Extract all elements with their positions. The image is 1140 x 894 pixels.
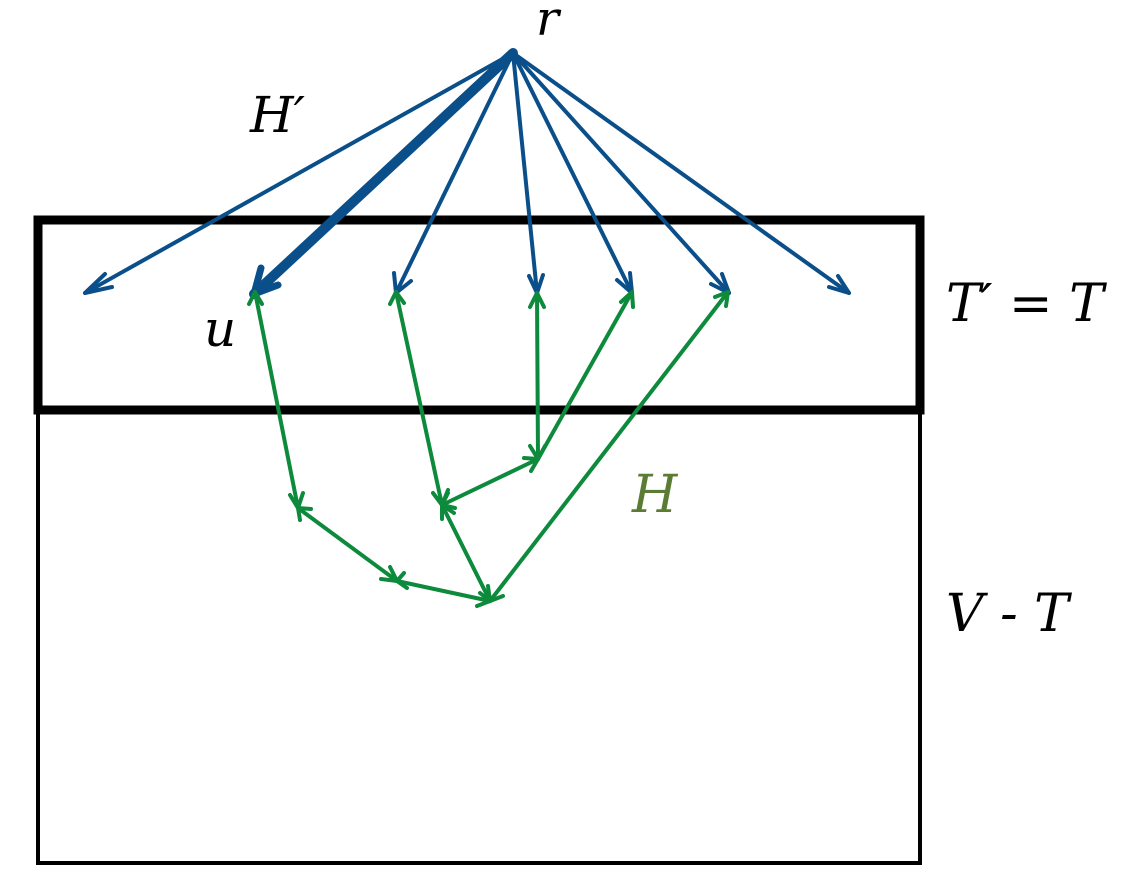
h-prime-edge [392,51,515,295]
v-minus-t-box [36,408,922,865]
h-prime-edge [511,51,634,295]
v-minus-t-label: V - T [946,584,1072,644]
h-label: H [631,465,679,525]
u-label: u [204,300,236,358]
h-edge [440,456,540,510]
h-prime-edges [83,48,851,299]
h-edges [247,290,730,608]
h-prime-edge [511,51,545,295]
h-edge [528,291,547,461]
h-prime-edge [511,51,851,295]
t-prime-box [33,215,925,415]
t-prime-equals-t-label: T′ = T [946,274,1107,334]
h-prime-edge [511,51,731,295]
h-edge [296,506,399,583]
h-edge [247,290,305,510]
h-prime-label: H′ [249,86,306,144]
h-edge [486,290,730,603]
h-edge [536,290,635,461]
set-boxes [33,215,925,865]
h-edge [388,290,450,507]
root-label: r [536,0,562,47]
h-prime-edge [83,51,515,295]
h-edge [395,571,492,608]
h-edge [440,503,492,603]
